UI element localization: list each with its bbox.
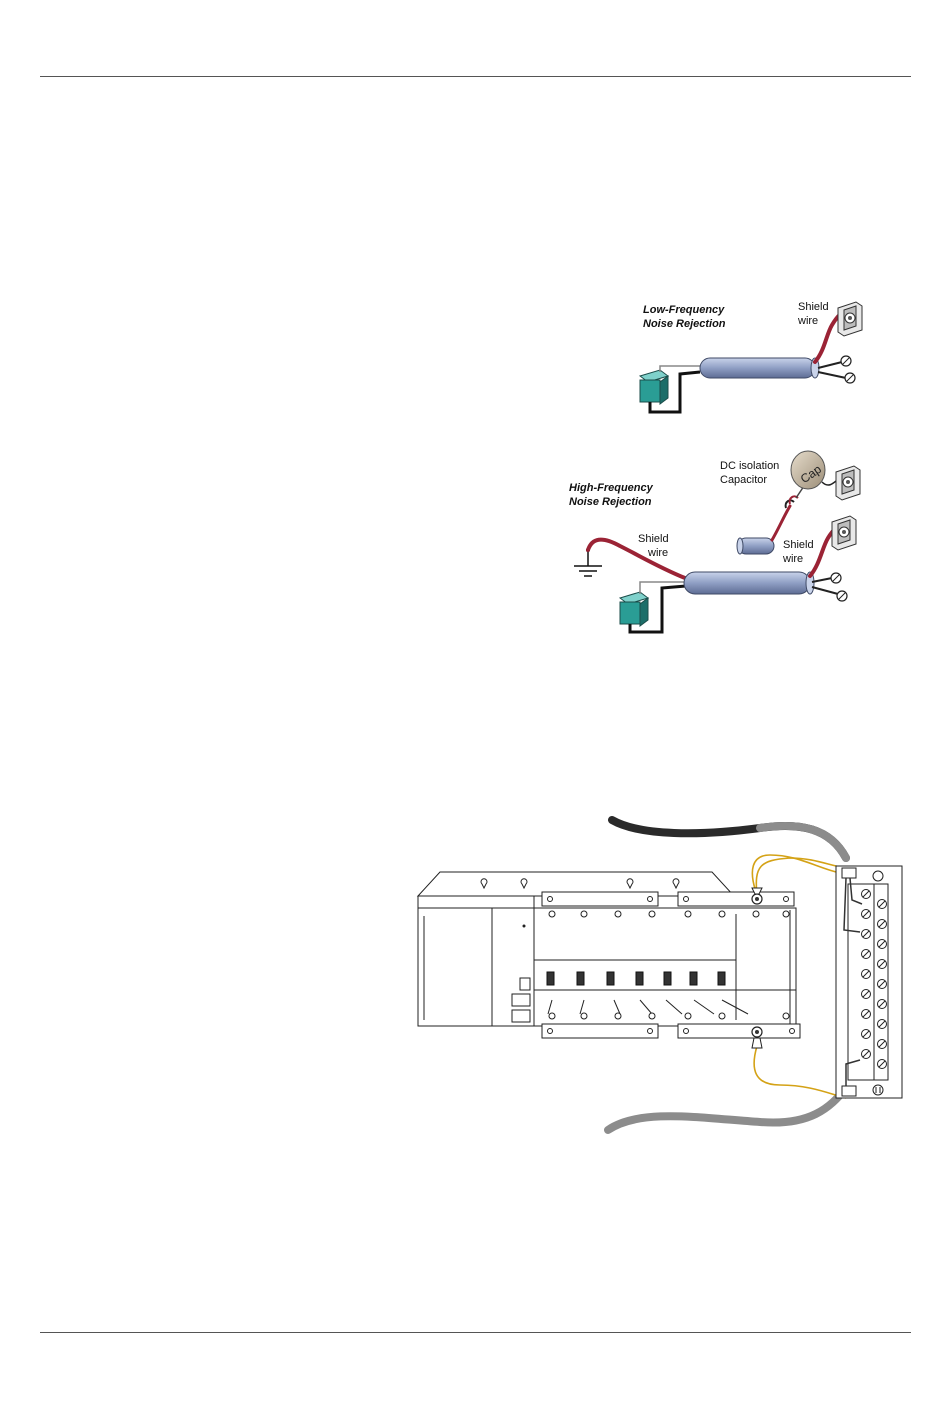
capacitor-icon: Cap (786, 451, 825, 508)
top-ground-wire-1 (752, 855, 846, 895)
isolated-shield-segment (737, 538, 774, 554)
low-frequency-sensor-icon (640, 370, 668, 404)
capacitor-shield-wire (772, 506, 790, 540)
top-cable-clamp (842, 868, 856, 878)
low-frequency-shield-label-line1: Shield (798, 301, 829, 313)
high-frequency-title-line1: High-Frequency (569, 482, 654, 494)
terminal-block-module (836, 866, 902, 1098)
low-frequency-ground-lug-icon (838, 302, 862, 336)
plc-grounding-diagram (418, 820, 902, 1130)
high-frequency-ground-lug-icon (832, 516, 856, 550)
capacitor-label-line1: DC isolation (720, 460, 779, 472)
high-frequency-left-shield-label-line2: wire (647, 547, 668, 559)
high-frequency-right-shield-label-line2: wire (782, 553, 803, 565)
high-frequency-sensor-icon (620, 592, 648, 626)
high-frequency-conductor-2 (812, 587, 838, 594)
earth-ground-icon (574, 548, 602, 576)
power-supply-module (418, 896, 534, 1026)
high-frequency-conductor-1 (812, 578, 832, 582)
bottom-ground-wire (754, 1046, 846, 1098)
bottom-ground-bar (542, 1024, 800, 1048)
high-frequency-title-line2: Noise Rejection (569, 496, 652, 508)
top-ground-wire-2 (756, 858, 846, 895)
low-frequency-conductor-1 (818, 362, 842, 368)
bottom-ground-lug-icon (752, 1038, 762, 1048)
low-frequency-diagram: Low-Frequency Noise Rejection Shield wir… (640, 301, 862, 412)
low-frequency-shield-label-line2: wire (797, 315, 818, 327)
high-frequency-left-shield-wire (588, 540, 685, 578)
io-base (534, 908, 796, 1026)
capacitor-label-line2: Capacitor (720, 474, 767, 486)
capacitor-ground-lug-icon (836, 466, 860, 500)
bottom-trunk-cable (608, 1088, 846, 1130)
high-frequency-cable (684, 572, 814, 594)
low-frequency-cable (700, 358, 819, 378)
high-frequency-right-shield-label-line1: Shield (783, 539, 814, 551)
low-frequency-title-line1: Low-Frequency (643, 304, 725, 316)
low-frequency-conductor-2 (818, 372, 846, 378)
bottom-cable-clamp (842, 1086, 856, 1096)
low-frequency-title-line2: Noise Rejection (643, 318, 726, 330)
high-frequency-diagram: High-Frequency Noise Rejection DC isolat… (569, 451, 860, 632)
high-frequency-left-shield-label-line1: Shield (638, 533, 669, 545)
